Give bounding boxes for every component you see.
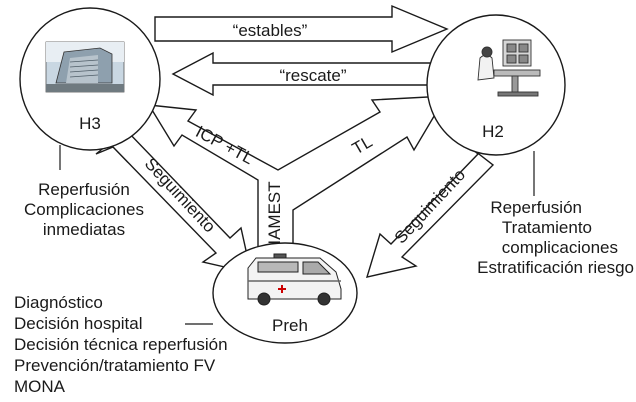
arrow-label-rescate: “rescate” <box>279 66 346 85</box>
arrow-label-iamest: IAMEST <box>265 181 284 244</box>
note-h2-line-3: complicaciones <box>501 238 618 257</box>
node-label-preh: Preh <box>272 316 308 335</box>
cath-lab-equipment-icon <box>477 39 541 97</box>
note-h3-line-3: inmediatas <box>42 220 126 239</box>
ambulance-icon <box>247 253 342 306</box>
node-label-h3: H3 <box>79 114 101 133</box>
note-preh-line-2: Decisión hospital <box>14 314 143 333</box>
arrow-iamest-fork <box>147 95 448 251</box>
note-preh-line-4: Prevención/tratamiento FV <box>14 356 216 375</box>
notes-preh: Diagnóstico Decisión hospital Decisión t… <box>14 292 284 397</box>
note-h3-line-1: Reperfusión <box>38 180 130 199</box>
arrow-seguimiento-right <box>365 143 495 278</box>
arrow-estables <box>154 4 449 54</box>
note-preh-line-5: MONA <box>14 377 65 396</box>
node-label-h2: H2 <box>482 122 504 141</box>
note-h2-line-1: Reperfusión <box>490 198 582 217</box>
note-preh-line-3: Decisión técnica reperfusión <box>14 335 228 354</box>
hospital-building-icon <box>45 41 125 93</box>
notes-h2: Reperfusión Tratamiento complicaciones E… <box>420 198 634 278</box>
arrow-label-estables: “estables” <box>233 21 308 40</box>
notes-h3: Reperfusión Complicaciones inmediatas <box>12 180 156 240</box>
note-h2-line-4: Estratificación riesgo <box>477 258 634 277</box>
note-h2-line-2: Tratamiento <box>501 218 592 237</box>
note-h3-line-2: Complicaciones <box>24 200 144 219</box>
note-preh-line-1: Diagnóstico <box>14 293 103 312</box>
